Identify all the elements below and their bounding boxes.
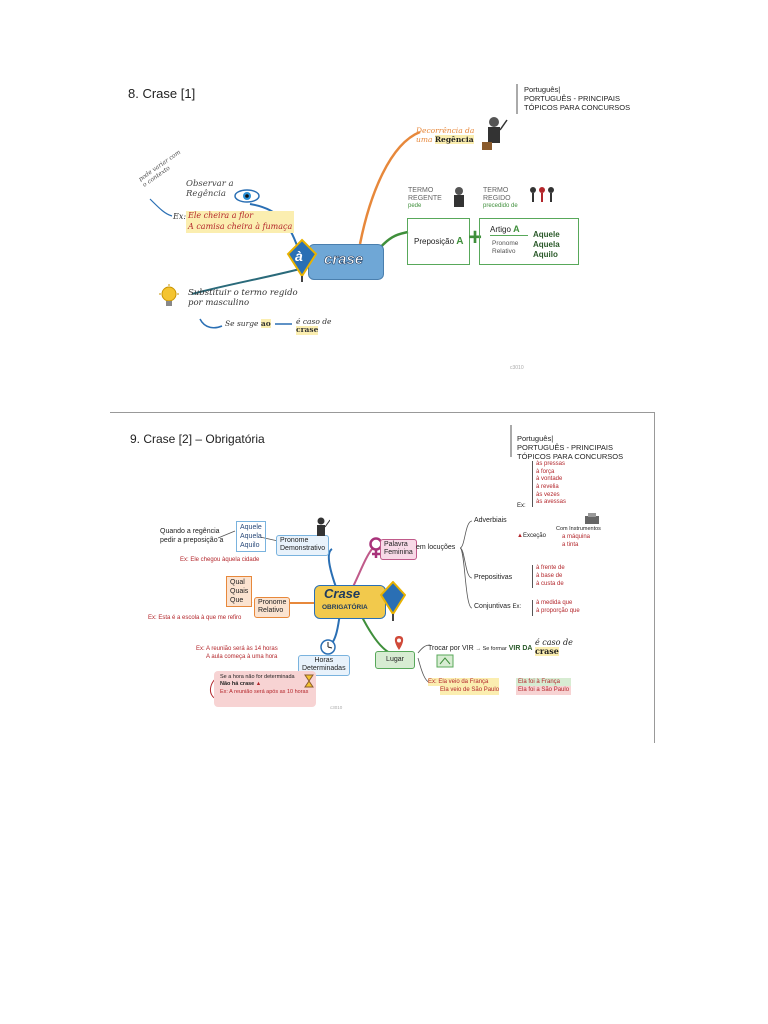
teacher-icon	[480, 116, 508, 154]
lightbulb-icon	[158, 284, 180, 310]
horas-determinadas-node: Horas Determinadas	[298, 655, 350, 676]
eye-icon	[234, 188, 260, 204]
panel1-title: 8. Crase [1]	[128, 86, 196, 101]
hourglass-icon	[304, 674, 314, 688]
ex-demonstrativo: Ex: Ele chegou àquela cidade	[180, 557, 260, 563]
palavra-feminina-node: Palavra Feminina	[380, 539, 417, 560]
warning-icon-2: ▲	[255, 681, 262, 688]
crase-badge: à	[286, 238, 318, 282]
map-pin-icon	[392, 635, 406, 651]
ex-adverbiais: Ex:	[517, 503, 526, 509]
crase-center-label: crase	[324, 251, 364, 269]
panel2-connectors	[210, 425, 512, 700]
conjuntivas-list: à medida que à proporção que	[532, 600, 580, 616]
prepositivas-label: Prepositivas	[474, 574, 513, 581]
mindmap-panel-crase-1: 8. Crase [1] Português| PORTUGUÊS - PRIN…	[110, 74, 656, 384]
ex-lugar: Ex: Ela veio da França Ela veio de São P…	[428, 678, 500, 695]
substituir-label: Substituir o termo regido por masculino	[188, 288, 298, 308]
e-caso-label-2: é caso de crase	[535, 638, 573, 657]
pronome-relativo-node: Pronome Relativo	[254, 597, 291, 618]
example-2: A camisa cheira à fumaça	[186, 221, 295, 233]
panel1-header: Português| PORTUGUÊS - PRINCIPAIS TÓPICO…	[524, 85, 631, 112]
conjuntivas-label: Conjuntivas Ex:	[474, 603, 522, 610]
prepositivas-list: à frente de à base de à custa de	[532, 565, 565, 589]
ex-label: Ex:	[173, 212, 187, 221]
se-hora-box: Se a hora não for determinada Não há cra…	[214, 671, 316, 707]
examples-list: Ele cheira a flor A camisa cheira à fuma…	[186, 211, 295, 233]
crase-badge-2	[380, 581, 406, 621]
ex-relativo: Ex: Esta é a escola à que me refiro	[148, 615, 242, 621]
pronome-demonstrativo-node: Pronome Demonstrativo	[276, 535, 330, 556]
artigo-box: Artigo A Pronome Relativo	[479, 218, 579, 265]
lugar-node: Lugar	[375, 651, 415, 669]
crase-obrigatoria-center-node: Crase OBRIGATÓRIA	[314, 581, 406, 621]
se-surge-label: Se surge ao	[225, 319, 271, 328]
vir-icon	[436, 654, 454, 668]
aquele-box: Aquele Aquela Aquilo	[236, 521, 266, 553]
ex-horas: Ex: A reunião será às 14 horas A aula co…	[196, 646, 278, 660]
plus-icon: +	[468, 224, 483, 251]
panel1-footer: c3010	[510, 365, 524, 371]
panel2-header: Português| PORTUGUÊS - PRINCIPAIS TÓPICO…	[517, 434, 624, 461]
adverbiais-label: Adverbiais	[474, 517, 507, 524]
em-locucoes-label: em locuções	[416, 544, 456, 551]
termo-regente-label: TERMO REGENTE pede	[408, 187, 442, 210]
preposicao-box: Preposição A	[407, 218, 470, 265]
observar-label: Observar a Regência	[186, 179, 234, 199]
crase-center-node: à crase	[286, 238, 384, 282]
excecao-label: ▲Exceção	[517, 533, 546, 539]
e-caso-label: é caso de crase	[296, 317, 332, 335]
com-instrumentos-label: Com Instrumentos	[556, 526, 601, 532]
clock-icon	[320, 639, 336, 655]
professor-icon	[450, 186, 468, 208]
teacher-icon-2	[312, 517, 330, 537]
machine-icon	[584, 513, 600, 525]
dancers-icon	[528, 186, 556, 204]
panel2-footer: c3010	[330, 705, 343, 710]
termo-regido-label: TERMO REGIDO precedido de	[483, 187, 518, 210]
mindmap-panel-crase-2: 9. Crase [2] – Obrigatória Português| PO…	[110, 412, 655, 743]
example-1: Ele cheira a flor	[186, 211, 295, 222]
qual-box: Qual Quais Que	[226, 576, 253, 608]
panel2-title: 9. Crase [2] – Obrigatória	[130, 432, 265, 446]
trocar-label: Trocar por VIR → Se formar VIR DA	[428, 645, 533, 652]
ex-lugar-right: Ela foi à França Ela foi a São Paulo	[516, 678, 572, 695]
quando-label: Quando a regência pedir a preposição a	[160, 528, 224, 544]
warning-icon: ▲	[517, 533, 523, 539]
aquele-list: Aquele Aquela Aquilo	[533, 230, 560, 259]
decorrencia-label: Decorrência da uma Regência	[416, 126, 475, 144]
instrumentos-list: a máquina a tinta	[562, 534, 591, 548]
adverbiais-list: às pressas à força à vontade à revelia à…	[532, 461, 566, 508]
